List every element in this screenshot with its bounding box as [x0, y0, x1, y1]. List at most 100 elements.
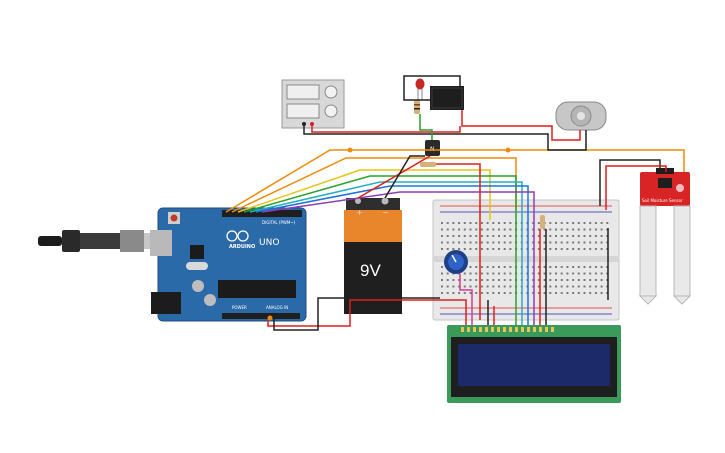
lcd-pin — [533, 327, 536, 332]
breadboard-hole — [594, 279, 597, 281]
breadboard-hole — [572, 272, 575, 275]
breadboard-hole — [577, 272, 580, 275]
breadboard-hole — [532, 272, 535, 275]
breadboard-hole — [537, 222, 540, 224]
wire-red[interactable] — [605, 165, 667, 210]
potentiometer[interactable] — [444, 250, 468, 274]
wire-red[interactable] — [461, 110, 581, 141]
breadboard-hole — [537, 266, 540, 268]
breadboard-hole — [583, 285, 586, 288]
lcd-pin — [521, 327, 524, 332]
breadboard-hole — [600, 285, 603, 288]
wire-green[interactable] — [419, 114, 433, 140]
breadboard-hole — [458, 279, 461, 281]
breadboard-hole — [509, 241, 512, 244]
breadboard-hole — [498, 285, 500, 288]
breadboard-hole — [555, 235, 557, 237]
digital-header[interactable] — [222, 210, 302, 217]
breadboard-hole — [503, 292, 506, 294]
breadboard-hole — [446, 228, 449, 231]
breadboard-hole — [549, 222, 552, 224]
wire-black[interactable] — [403, 75, 461, 101]
wire-blue[interactable] — [255, 185, 529, 325]
wire-purple[interactable] — [261, 191, 535, 325]
breadboard-resistor[interactable] — [540, 215, 545, 229]
wire-red[interactable] — [436, 163, 481, 320]
battery-9v[interactable]: + − 9V — [344, 197, 402, 315]
breadboard-hole — [446, 222, 449, 224]
breadboard-hole — [537, 228, 540, 231]
breadboard-hole — [537, 241, 540, 244]
breadboard-hole — [446, 279, 449, 281]
breadboard-hole — [458, 292, 461, 294]
wire-black[interactable] — [273, 297, 440, 331]
breadboard-hole — [572, 235, 575, 237]
breadboard-hole — [532, 248, 535, 250]
breadboard-hole — [509, 292, 512, 294]
breadboard-hole — [583, 272, 586, 275]
breadboard-hole — [498, 266, 500, 268]
breadboard-hole — [537, 292, 540, 294]
breadboard-hole — [503, 241, 506, 244]
wire-red[interactable] — [357, 155, 431, 199]
lcd-pin — [551, 327, 554, 332]
breadboard-hole — [469, 241, 472, 244]
wire-red[interactable] — [311, 124, 461, 133]
breadboard-hole — [549, 279, 552, 281]
breadboard-hole — [509, 266, 512, 268]
breadboard-hole — [566, 285, 569, 288]
breadboard-hole — [480, 222, 483, 224]
wire-red[interactable] — [267, 299, 467, 327]
breadboard-hole — [458, 241, 461, 244]
wire-green[interactable] — [243, 175, 517, 325]
power-label: POWER — [232, 305, 247, 310]
npn-transistor[interactable]: N — [425, 140, 440, 156]
wire-black[interactable] — [303, 124, 587, 151]
breadboard-hole — [475, 235, 478, 237]
base-resistor[interactable] — [420, 162, 436, 167]
breadboard-hole — [441, 248, 443, 250]
soil-moisture-sensor[interactable]: Soil Moisture Sensor — [638, 168, 692, 305]
lcd-pin — [515, 327, 518, 332]
wire-yellow[interactable] — [237, 169, 491, 220]
lcd-16x2[interactable] — [447, 325, 621, 403]
breadboard-hole — [572, 292, 575, 294]
wire-pink[interactable] — [459, 274, 473, 325]
breadboard-hole — [572, 266, 575, 268]
breadboard-hole — [509, 235, 512, 237]
power-analog-header[interactable] — [222, 313, 300, 319]
breadboard-hole — [463, 228, 466, 231]
breadboard-hole — [475, 266, 478, 268]
breadboard-hole — [503, 248, 506, 250]
led-resistor[interactable] — [414, 100, 420, 114]
arduino-uno-board[interactable]: ARDUINO UNO DIGITAL (PWM~) POWER ANALOG … — [150, 207, 307, 322]
breadboard-hole — [532, 235, 535, 237]
breadboard-hole — [463, 235, 466, 237]
dc-motor[interactable] — [555, 101, 607, 131]
breadboard-hole — [600, 241, 603, 244]
breadboard-hole — [498, 235, 500, 237]
breadboard-hole — [566, 228, 569, 231]
wire-black[interactable] — [384, 155, 425, 199]
breadboard-hole — [509, 285, 512, 288]
breadboard-hole — [589, 222, 592, 224]
breadboard-hole — [492, 279, 495, 281]
breadboard-hole — [577, 235, 580, 237]
wire-teal[interactable] — [249, 181, 523, 325]
battery-minus: − — [382, 208, 389, 217]
breadboard-hole — [509, 279, 512, 281]
breadboard-hole — [543, 272, 546, 275]
breadboard-hole — [566, 279, 569, 281]
breadboard-hole — [600, 272, 603, 275]
breadboard-hole — [480, 266, 483, 268]
breadboard-hole — [452, 279, 455, 281]
relay[interactable] — [430, 86, 464, 110]
breadboard-hole — [589, 285, 592, 288]
breadboard-hole — [446, 285, 449, 288]
breadboard-hole — [572, 241, 575, 244]
lcd-pin — [461, 327, 464, 332]
bench-power-supply[interactable] — [281, 79, 345, 129]
breadboard-hole — [463, 279, 466, 281]
red-led[interactable] — [415, 78, 425, 101]
